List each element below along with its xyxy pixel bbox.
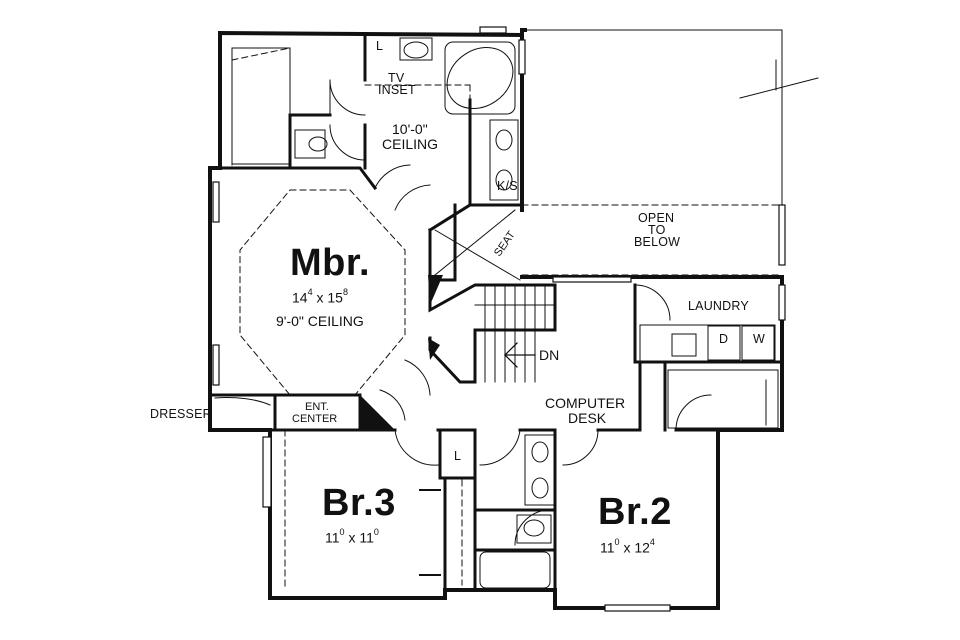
bed3-dim-w-in: 0	[339, 527, 345, 537]
laundry-label: LAUNDRY	[688, 299, 749, 313]
master-bedroom-name: Mbr.	[290, 242, 371, 284]
master-dim-l-in: 8	[342, 287, 348, 297]
bed2-dim-w-in: 0	[614, 537, 620, 547]
bed2-dim-l-ft: 12	[634, 539, 650, 556]
open-to-below-lines	[521, 29, 819, 206]
ent-center-line1: ENT.	[305, 401, 329, 413]
linen-closet-hall-label: L	[454, 449, 462, 463]
ks-label: K/S	[497, 179, 518, 193]
computer-desk-line2: DESK	[568, 410, 607, 426]
open-to-below-line1: OPEN	[638, 211, 675, 225]
bedroom-2-name: Br.2	[598, 491, 672, 533]
bed3-dim-sep: x	[348, 529, 356, 546]
bed3-dim-l-in: 0	[373, 527, 379, 537]
washer-label: W	[753, 332, 765, 346]
wall-fills	[360, 275, 443, 430]
master-dim-l-ft: 15	[327, 289, 343, 306]
bed2-dim-l-in: 4	[649, 537, 655, 547]
bedroom-2-dimensions: 110 x 124	[600, 537, 655, 556]
master-bath-ceiling-line2: CEILING	[382, 136, 439, 152]
master-bedroom-dimensions: 144 x 158	[292, 287, 348, 306]
master-bath-ceiling-line1: 10'-0"	[392, 121, 428, 137]
open-to-below-line3: BELOW	[634, 235, 681, 249]
master-dim-sep: x	[316, 289, 324, 306]
linen-closet-master-label: L	[376, 39, 384, 53]
master-dim-w-ft: 14	[292, 289, 308, 306]
bed2-dim-sep: x	[623, 539, 631, 556]
tv-inset-label-line2: INSET	[378, 83, 416, 97]
master-bedroom-ceiling: 9'-0" CEILING	[276, 313, 364, 329]
bed2-dim-w-ft: 11	[600, 539, 615, 556]
computer-desk-line1: COMPUTER	[545, 395, 626, 411]
bedroom-3-name: Br.3	[322, 482, 396, 524]
windows	[212, 26, 786, 612]
open-to-below-line2: TO	[648, 223, 666, 237]
bed3-dim-w-ft: 11	[325, 529, 340, 546]
dryer-label: D	[719, 332, 729, 346]
stairs	[434, 209, 556, 383]
ent-center-line2: CENTER	[292, 413, 338, 425]
doors	[214, 79, 712, 576]
bed3-dim-l-ft: 11	[359, 529, 374, 546]
tv-inset-label-line1: TV	[388, 71, 405, 85]
dresser-label: DRESSER	[150, 407, 212, 421]
master-dim-w-in: 4	[307, 287, 313, 297]
bedroom-3-dimensions: 110 x 110	[325, 527, 379, 546]
fixtures	[231, 37, 779, 589]
stairs-down-label: DN	[539, 347, 560, 363]
